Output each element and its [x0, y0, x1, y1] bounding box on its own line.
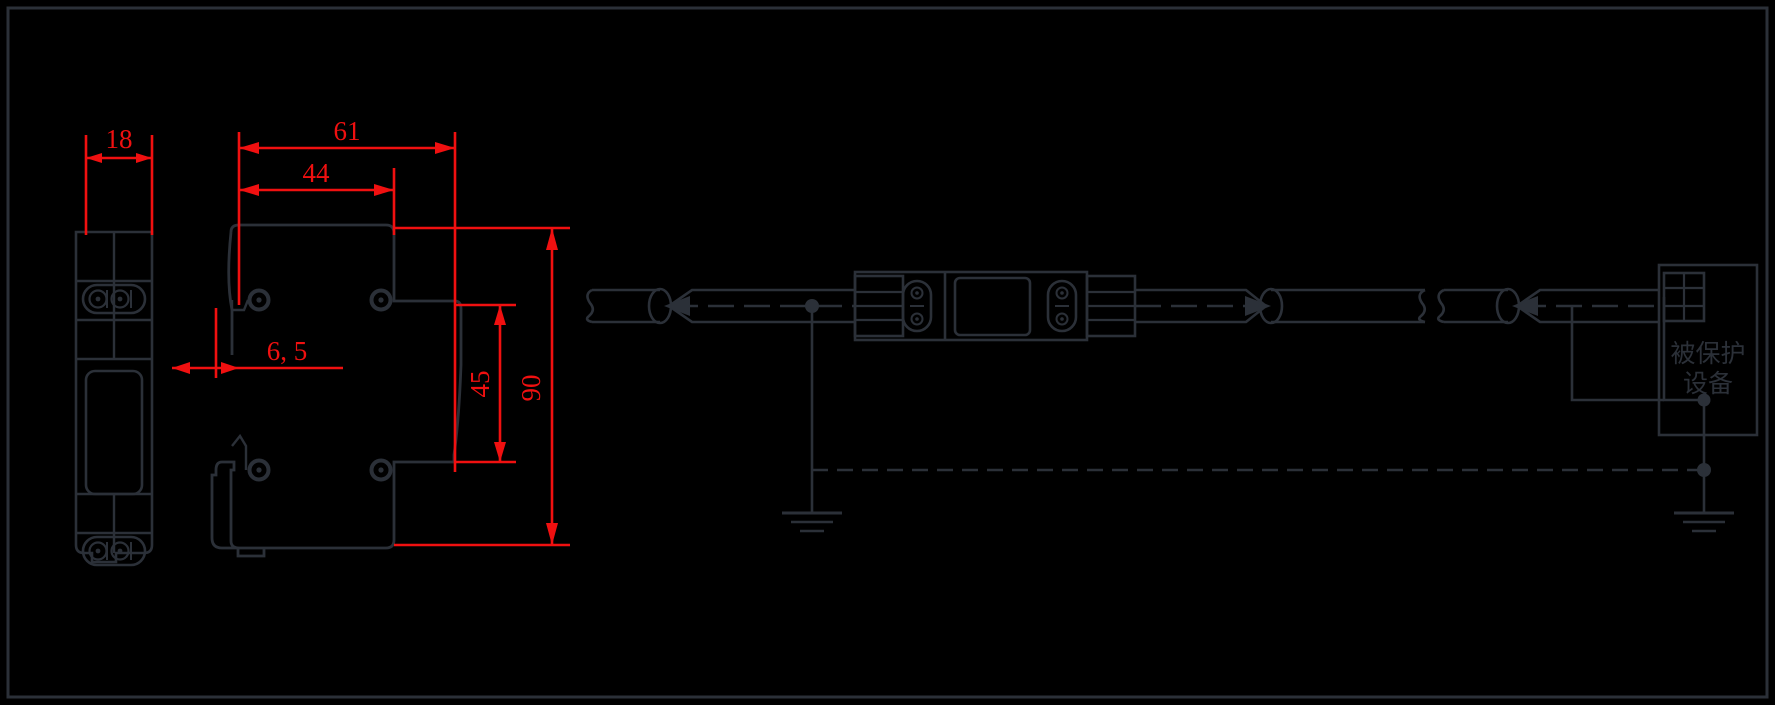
- rail-clip-upper: [230, 299, 250, 312]
- signal-arrow-out: [1135, 288, 1271, 324]
- dimension-65: 6, 5: [172, 308, 343, 378]
- dim-label-65: 6, 5: [267, 336, 308, 366]
- rail-clip-lower: [231, 433, 248, 470]
- page-border: [6, 6, 1769, 699]
- installation-schematic: 被保护 设备: [585, 263, 1759, 533]
- arrow-head: [546, 523, 558, 545]
- front-terminal-bottom: [81, 535, 147, 567]
- spd-module: [853, 270, 1137, 342]
- arrow-head: [86, 153, 102, 163]
- cable-break-b: [1436, 288, 1446, 324]
- side-screw-top-left: [247, 288, 271, 312]
- protected-equipment: 被保护 设备: [1657, 263, 1759, 437]
- front-view: [74, 230, 154, 567]
- equipment-box: [1657, 263, 1759, 437]
- spd-screw-capsule-left: [901, 279, 933, 333]
- arrow-head: [239, 142, 259, 154]
- side-screw-bottom-left: [247, 458, 271, 482]
- dim-label-45: 45: [465, 371, 495, 398]
- arrow-head: [374, 184, 394, 196]
- arrow-head-right: [1245, 296, 1271, 316]
- side-screw-top-right: [369, 288, 393, 312]
- source-cable: [585, 287, 673, 325]
- equipment-earth-link: [1570, 306, 1664, 402]
- front-label-panel: [84, 369, 144, 496]
- dimension-45: 45: [455, 303, 516, 464]
- signal-arrow-in: [664, 288, 855, 324]
- side-left-edge: [227, 231, 234, 355]
- side-body-outline: [210, 223, 463, 558]
- ground-symbol-left: [782, 470, 842, 533]
- equipment-signal-arrow: [1512, 288, 1660, 324]
- cable-break-left: [585, 288, 595, 324]
- arrow-head: [494, 442, 506, 462]
- arrow-head: [494, 305, 506, 325]
- arrow-head: [546, 228, 558, 250]
- dim-label-18: 18: [106, 124, 133, 154]
- dimension-61: 61: [237, 116, 457, 472]
- side-screw-bottom-right: [369, 458, 393, 482]
- dim-label-90: 90: [516, 375, 546, 402]
- dimension-18: 18: [84, 124, 154, 235]
- front-terminal-top: [81, 283, 147, 315]
- ground-symbol-right: [1674, 470, 1734, 533]
- dimension-44: 44: [239, 158, 396, 235]
- protected-equipment-label-line1: 被保护: [1670, 339, 1745, 368]
- dim-label-61: 61: [334, 116, 361, 146]
- cable-break-a: [1417, 288, 1427, 324]
- load-cable: [1258, 287, 1521, 325]
- arrow-head: [221, 362, 239, 374]
- arrow-head: [239, 184, 259, 196]
- side-view: [210, 223, 463, 558]
- spd-screw-capsule-right: [1046, 279, 1078, 333]
- arrow-head: [435, 142, 455, 154]
- front-body-outline: [74, 230, 154, 564]
- arrow-head: [136, 153, 152, 163]
- spd-label-window: [953, 276, 1032, 337]
- arrow-head-left: [1512, 296, 1538, 316]
- arrow-head: [172, 362, 190, 374]
- protected-equipment-label-line2: 设备: [1683, 369, 1733, 398]
- arrow-head-left: [664, 296, 690, 316]
- dimension-90: 90: [394, 226, 570, 547]
- dim-label-44: 44: [303, 158, 331, 188]
